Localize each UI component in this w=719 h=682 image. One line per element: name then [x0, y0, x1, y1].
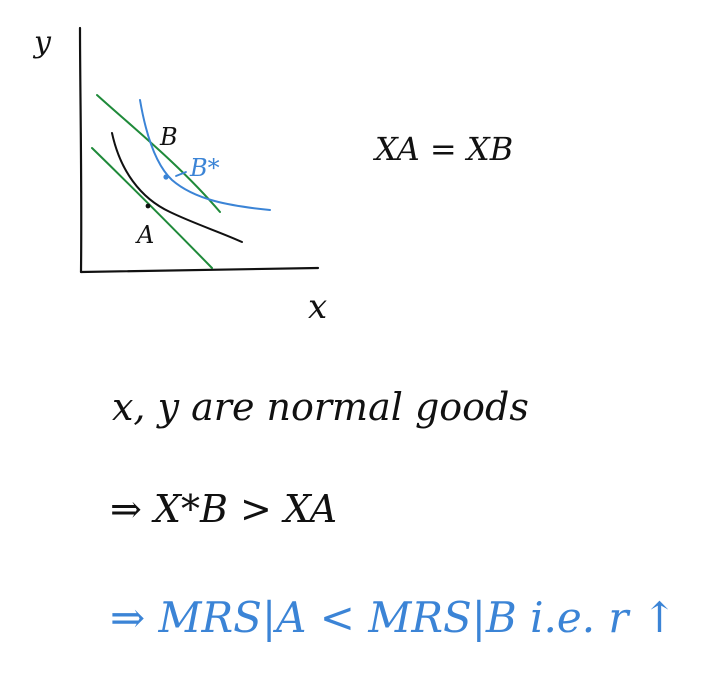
budget-line-lower: [91, 147, 213, 269]
point-b-star-label: B*: [189, 154, 220, 182]
indifference-curve-blue: [139, 99, 271, 211]
point-a-label: A: [135, 221, 154, 249]
axes: [78, 26, 320, 274]
point-b-star-marker: [163, 174, 169, 180]
implication-note-1: ⇒ X*B > XA: [110, 487, 337, 531]
point-b-label: B: [159, 123, 178, 151]
indifference-curve-black: [111, 132, 243, 243]
normal-goods-note: x, y are normal goods: [112, 385, 529, 429]
budget-lines: [91, 94, 221, 269]
y-axis-line: [78, 26, 83, 274]
point-a-marker: [145, 203, 151, 209]
budget-line-upper: [96, 94, 221, 213]
implication-note-2: ⇒ MRS|A < MRS|B i.e. r ↑: [110, 593, 677, 642]
x-axis-label: x: [308, 287, 327, 327]
point-b-star-pointer: [175, 171, 187, 177]
x-axis-line: [79, 266, 320, 274]
y-axis-label: y: [32, 25, 52, 60]
equality-note: XA = XB: [372, 130, 513, 168]
